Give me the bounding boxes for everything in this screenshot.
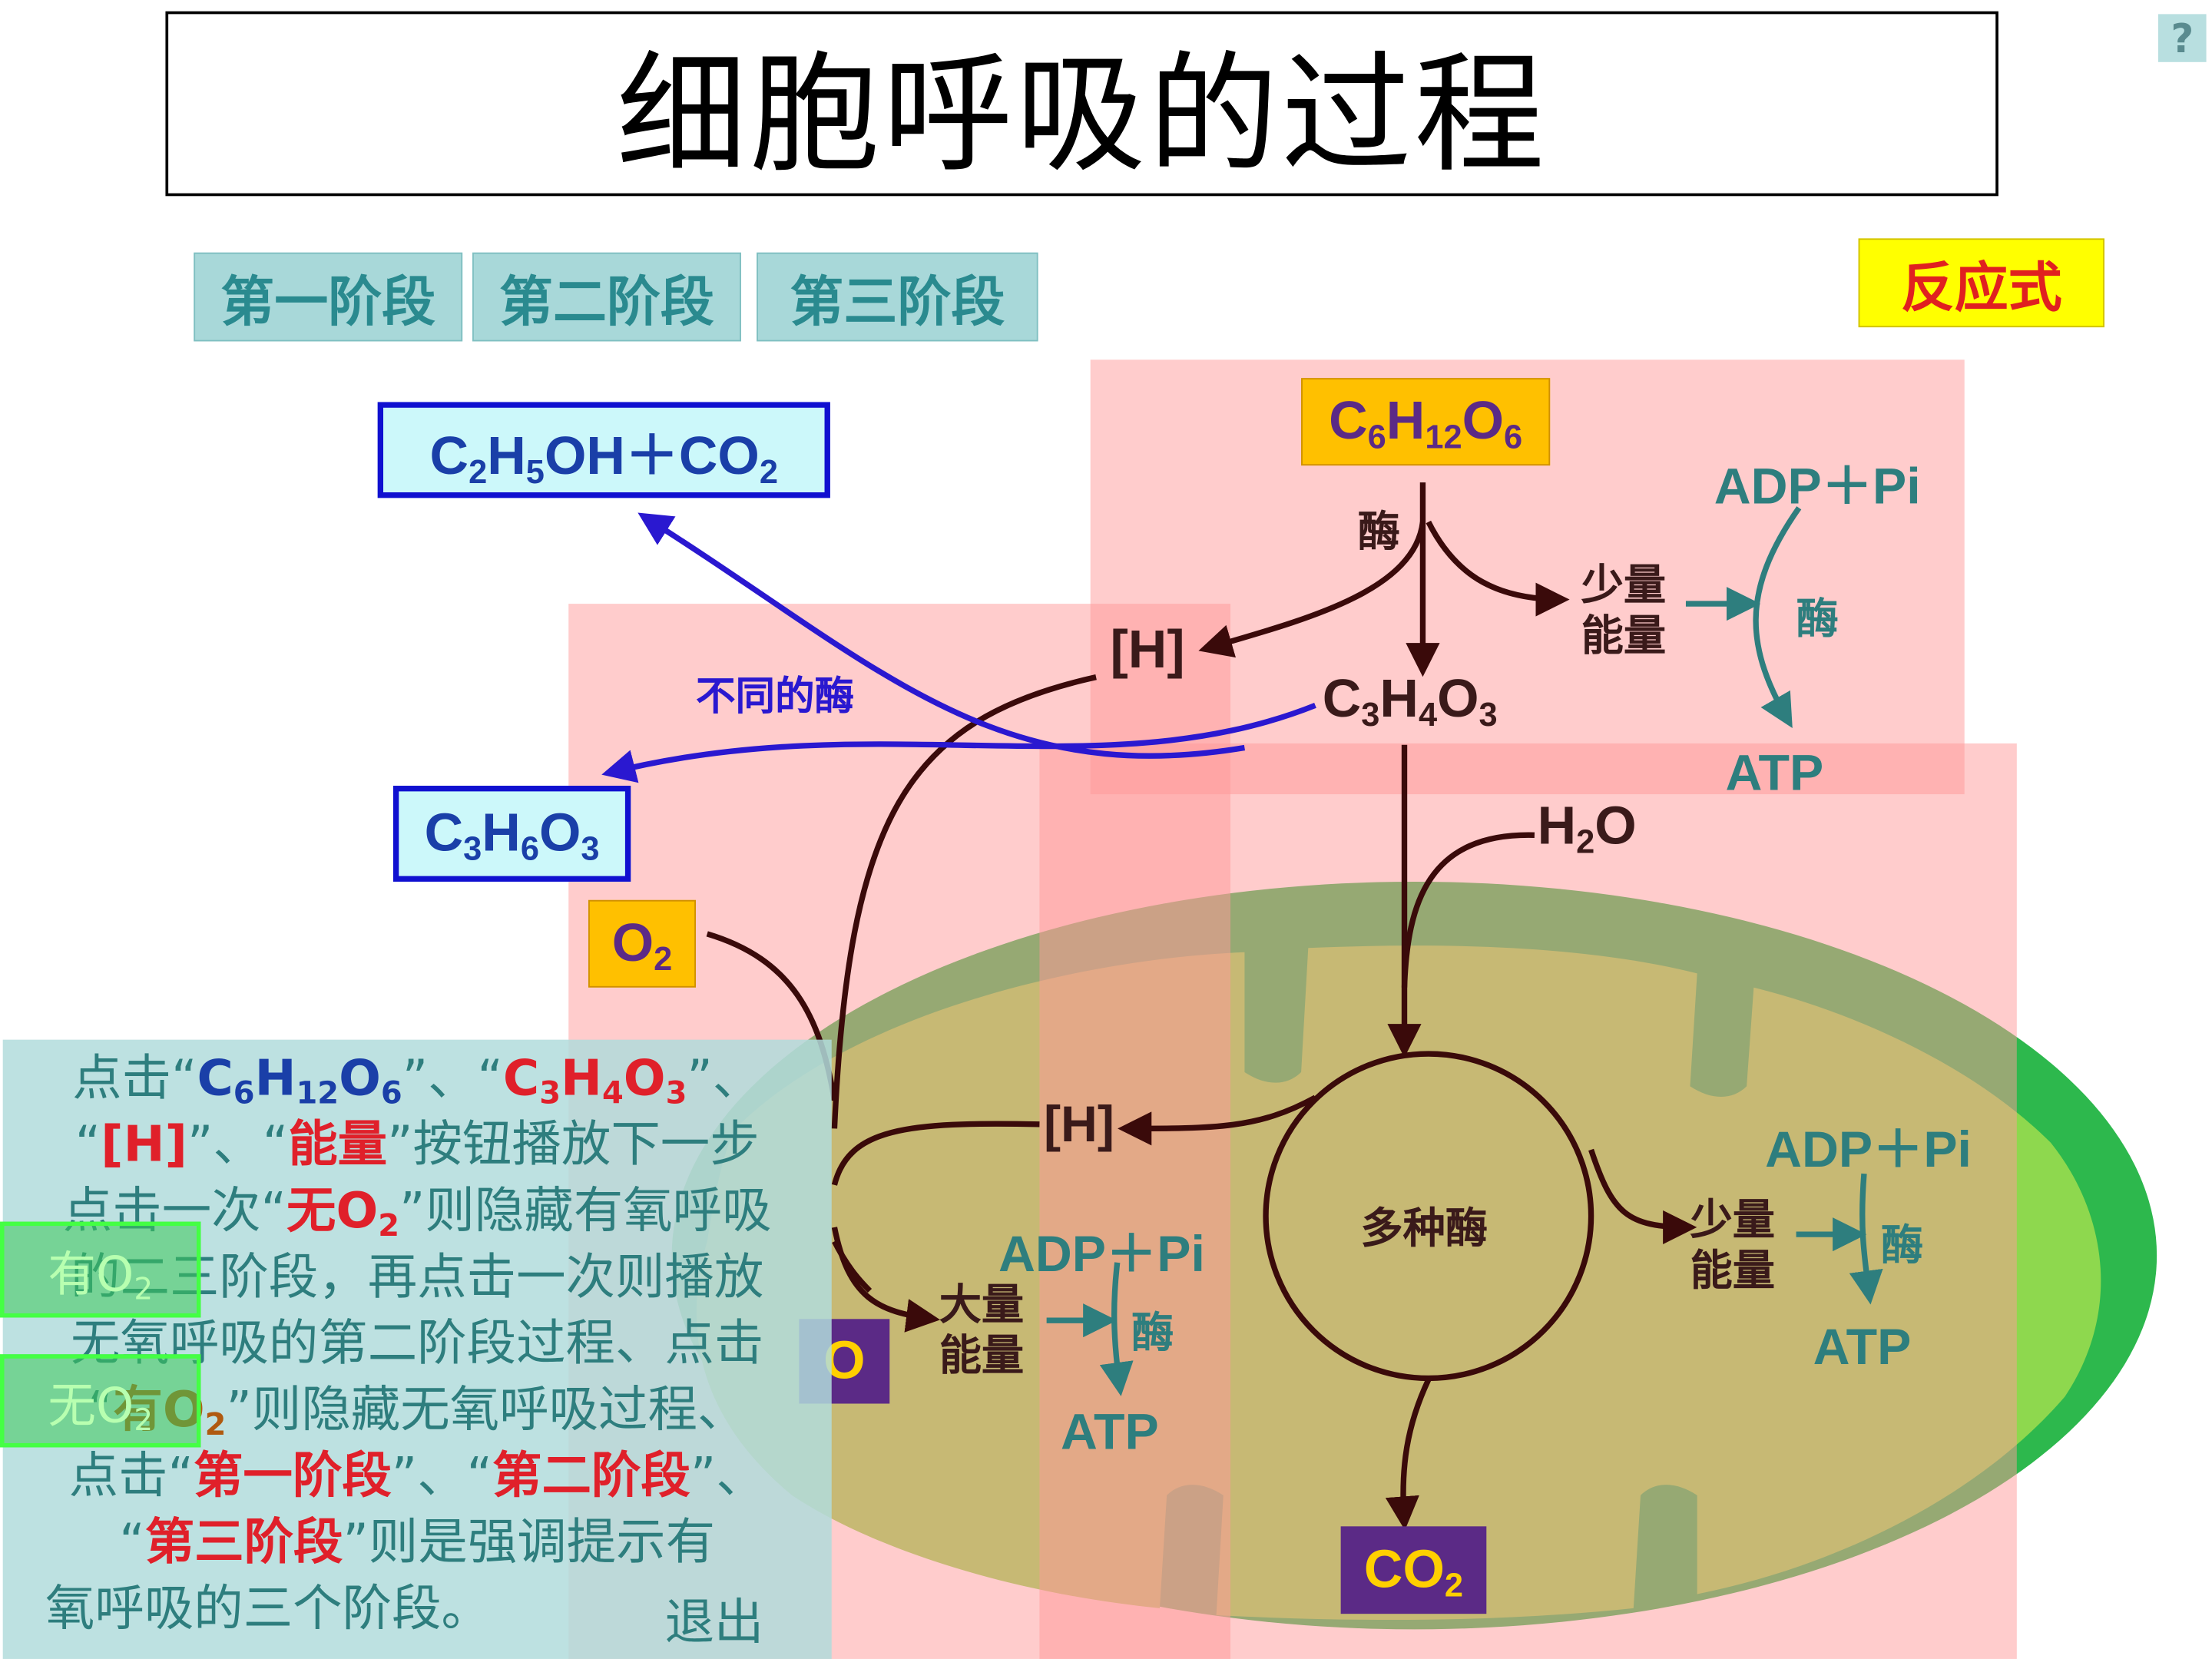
enzyme-label-top: 酶 bbox=[1357, 508, 1400, 558]
atp-label-top: ATP bbox=[1725, 743, 1824, 802]
instruction-text: 点击“C6H12O6”、“C3H4O3”、 “[H]”、“能量”按钮播放下一步 … bbox=[45, 1051, 772, 1638]
enzyme-label-mid: 酶 bbox=[1131, 1309, 1174, 1359]
enzyme-label-top-right: 酶 bbox=[1796, 595, 1839, 645]
adp-pi-label-right: ADP＋Pi bbox=[1765, 1120, 1972, 1178]
h2o-label: H2O bbox=[1537, 796, 1637, 860]
with-o2-button[interactable]: 有O2 bbox=[0, 1221, 201, 1318]
exit-button[interactable]: 退出 bbox=[664, 1595, 764, 1652]
co2-box: CO2 bbox=[1340, 1526, 1487, 1614]
many-enzymes-label: 多种酶 bbox=[1360, 1204, 1488, 1254]
ethanol-co2-box: C2H5OH＋CO2 bbox=[377, 402, 830, 498]
h-button-mid[interactable]: [H] bbox=[1043, 1094, 1114, 1153]
pyruvate-button[interactable]: C3H4O3 bbox=[1322, 670, 1498, 733]
reaction-equation-button[interactable]: 反应式 bbox=[1858, 238, 2105, 328]
large-energy-button[interactable]: 大量能量 bbox=[939, 1280, 1025, 1382]
adp-pi-label-top: ADP＋Pi bbox=[1714, 457, 1921, 515]
adp-pi-label-mid: ADP＋Pi bbox=[998, 1224, 1205, 1283]
enzyme-label-right: 酶 bbox=[1881, 1221, 1924, 1271]
glucose-button[interactable]: C6H12O6 bbox=[1301, 378, 1551, 466]
atp-label-right: ATP bbox=[1813, 1317, 1912, 1376]
lactic-acid-box: C3H6O3 bbox=[392, 786, 631, 882]
help-button[interactable]: ? bbox=[2157, 14, 2207, 62]
o2-box: O2 bbox=[588, 899, 696, 988]
different-enzymes-label: 不同的酶 bbox=[695, 673, 855, 720]
stage3-button[interactable]: 第三阶段 bbox=[757, 252, 1038, 342]
stage1-button[interactable]: 第一阶段 bbox=[194, 252, 463, 342]
small-energy-right-button[interactable]: 少量能量 bbox=[1690, 1196, 1775, 1296]
without-o2-button[interactable]: 无O2 bbox=[0, 1354, 201, 1448]
stage2-button[interactable]: 第二阶段 bbox=[472, 252, 741, 342]
instruction-panel bbox=[2, 1039, 832, 1659]
atp-label-mid: ATP bbox=[1061, 1402, 1159, 1460]
page-title: 细胞呼吸的过程 bbox=[165, 11, 1998, 197]
stage3-highlight bbox=[1039, 743, 2017, 1659]
small-energy-top-button[interactable]: 少量能量 bbox=[1581, 561, 1667, 662]
h-button-top[interactable]: [H] bbox=[1110, 621, 1185, 680]
many-enzymes-circle bbox=[1263, 1051, 1594, 1382]
